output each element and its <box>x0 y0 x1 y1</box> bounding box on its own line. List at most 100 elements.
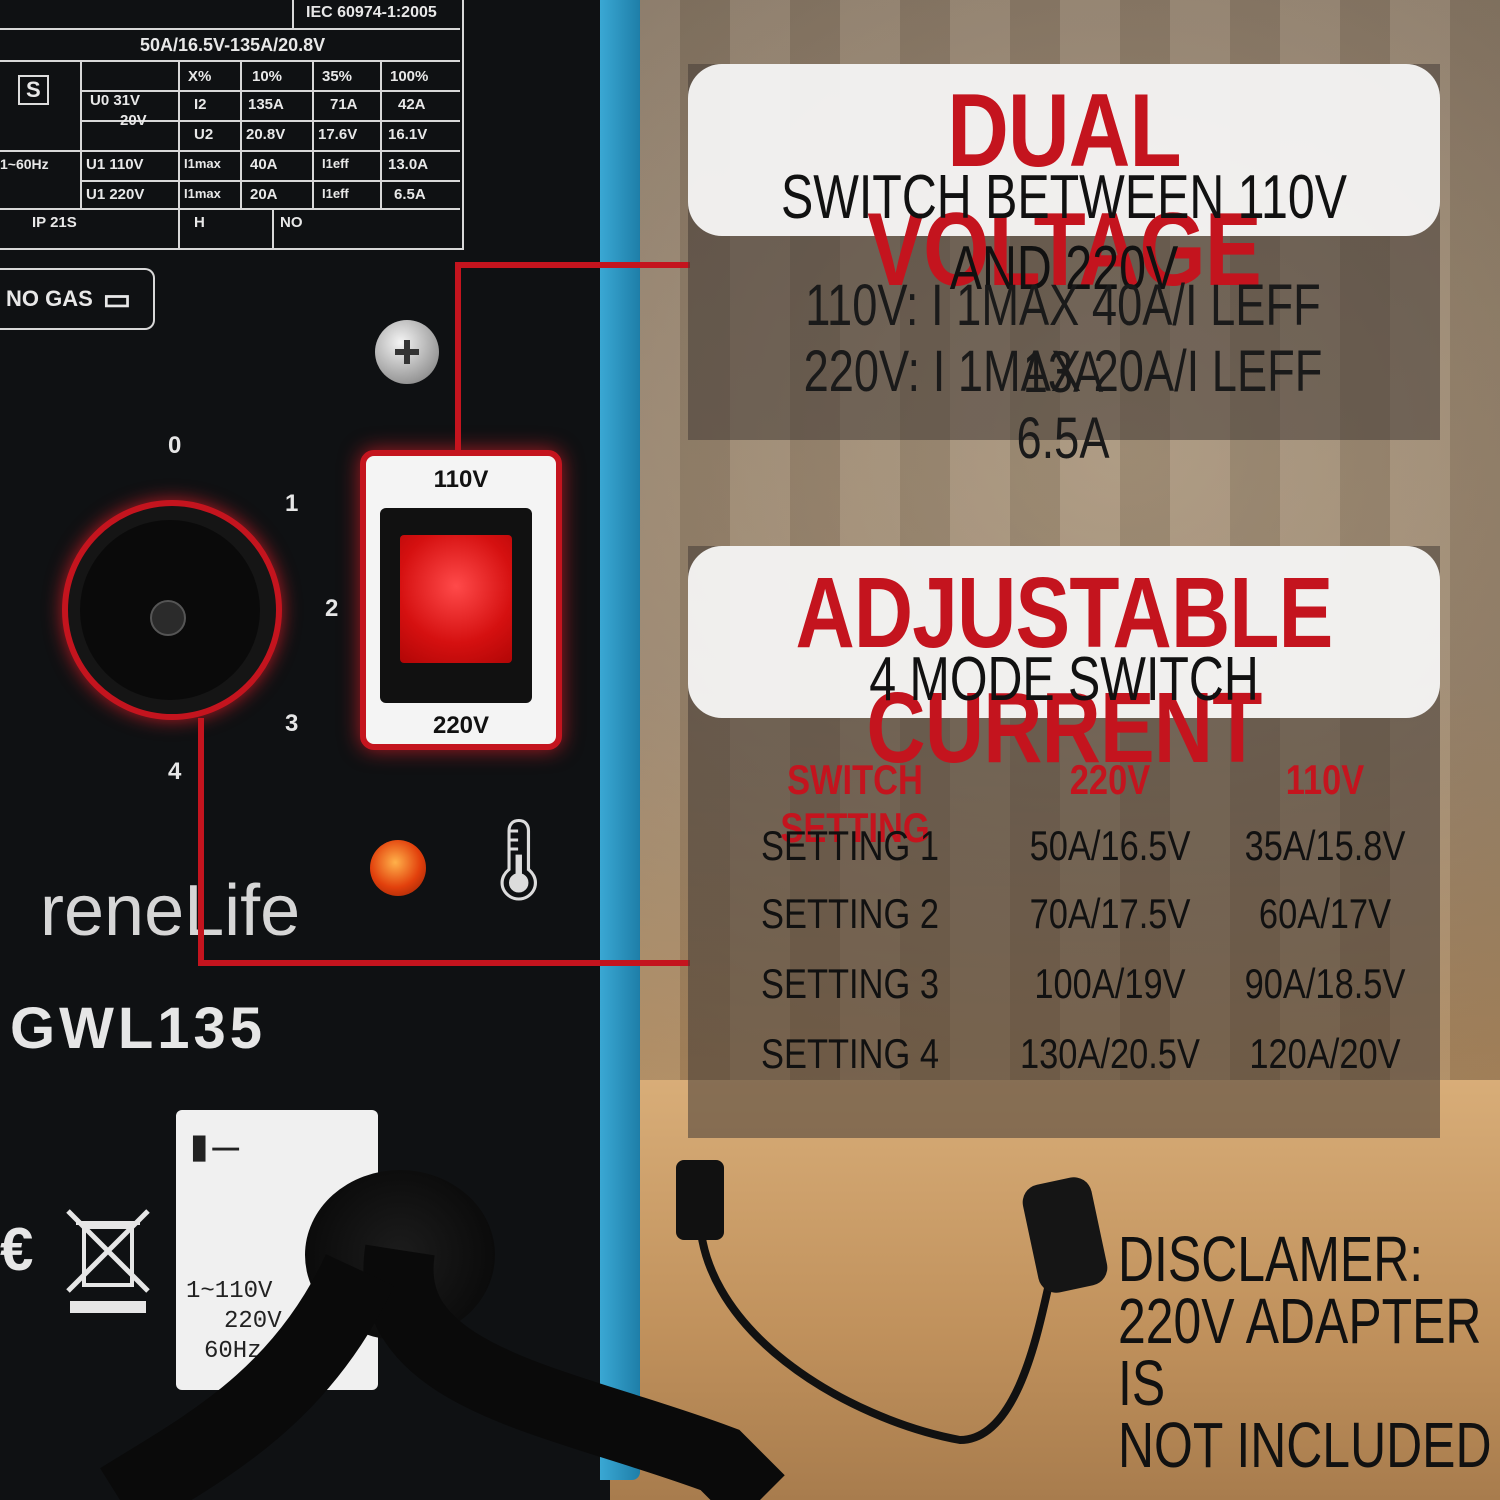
plate-rule <box>272 208 274 248</box>
switch-label-110v: 110V <box>433 466 489 493</box>
dial-number-2: 2 <box>325 595 339 622</box>
plate-u0: U0 31V <box>90 92 141 109</box>
plate-u0-sub: 20V <box>120 112 147 129</box>
model-number: GWL135 <box>10 996 267 1061</box>
plate-i2-label: I2 <box>194 96 207 113</box>
plate-rule <box>80 120 460 122</box>
plate-ip: IP 21S <box>32 214 77 231</box>
disclaimer-line-1: DISCLAMER: <box>1118 1223 1424 1295</box>
dial-number-0: 0 <box>168 432 182 459</box>
plate-rule <box>0 208 460 210</box>
dial-number-3: 3 <box>285 710 299 737</box>
plate-rule <box>0 28 460 30</box>
current-table-row4-220v: 130A/20.5V <box>1019 1030 1200 1077</box>
plate-s-mark: S <box>18 75 49 105</box>
plate-i1eff-110: I1eff <box>322 156 349 171</box>
dual-voltage-spec-220: 220V: I 1MAX 20A/I LEFF 6.5A <box>803 339 1323 471</box>
plate-i1max-110: I1max <box>184 156 221 171</box>
overheat-indicator-lamp <box>370 840 426 896</box>
plate-standard: IEC 60974-1:2005 <box>306 4 437 21</box>
power-label-voltage: 1~110V <box>186 1278 273 1305</box>
plate-rule <box>80 60 82 208</box>
spec-plate: IEC 60974-1:2005 50A/16.5V-135A/20.8V S … <box>0 0 464 250</box>
adjustable-current-subtitle: 4 MODE SWITCH <box>869 645 1259 714</box>
plate-i1eff-110-val: 13.0A <box>388 156 429 173</box>
plate-i1max-110-val: 40A <box>250 156 278 173</box>
connector-line <box>198 718 204 966</box>
disclaimer-line-3: NOT INCLUDED <box>1118 1409 1492 1481</box>
phillips-screw-icon <box>395 340 419 364</box>
thermometer-icon: 🌡 <box>468 815 570 904</box>
plate-rule <box>312 60 314 208</box>
connector-line <box>198 960 690 966</box>
plate-header-35: 35% <box>322 68 353 85</box>
current-table-row4-110v: 120A/20V <box>1249 1030 1401 1077</box>
plate-header-x: X% <box>188 68 212 85</box>
current-table-header-220v: 220V <box>1069 756 1151 803</box>
power-label-freq: 60Hz <box>204 1338 262 1365</box>
dual-voltage-spec-110: 110V: I 1MAX 40A/I LEFF 13A <box>805 273 1321 405</box>
gas-cylinder-icon: ▭ <box>102 282 132 316</box>
current-table-row3-setting: SETTING 3 <box>761 960 939 1007</box>
plate-rule <box>292 0 294 28</box>
plate-i1eff-220: I1eff <box>322 186 349 201</box>
plate-i2-100: 42A <box>398 96 426 113</box>
plate-h: H <box>194 214 205 231</box>
plate-u2-label: U2 <box>194 126 214 143</box>
voltage-rocker-switch[interactable] <box>400 535 512 663</box>
current-table-row1-110v: 35A/15.8V <box>1244 822 1406 869</box>
panel-screw <box>375 320 439 384</box>
cable-grommet <box>305 1170 495 1340</box>
plate-no: NO <box>280 214 303 231</box>
plate-u1-220: U1 220V <box>86 186 145 203</box>
current-table-header-110v: 110V <box>1285 756 1365 803</box>
plate-u2-10: 20.8V <box>246 126 286 143</box>
plate-rule <box>0 150 460 152</box>
plate-i2-10: 135A <box>248 96 284 113</box>
plate-header-100: 100% <box>390 68 429 85</box>
connector-line <box>455 262 690 268</box>
plug-icon: ▮— <box>186 1124 239 1174</box>
dial-number-1: 1 <box>285 490 299 517</box>
disclaimer-line-2: 220V ADAPTER IS <box>1118 1285 1482 1419</box>
plate-rule <box>0 60 460 62</box>
plate-rule <box>178 60 180 248</box>
adjustable-current-header <box>688 546 1440 718</box>
knob-screw-icon <box>150 600 186 636</box>
plate-header-10: 10% <box>252 68 283 85</box>
brand-logo: reneLife <box>40 871 301 951</box>
plate-u2-100: 16.1V <box>388 126 428 143</box>
plate-i1max-220: I1max <box>184 186 221 201</box>
adjustable-current-title: ADJUSTABLE CURRENT <box>795 557 1334 784</box>
current-table-row3-110v: 90A/18.5V <box>1244 960 1406 1007</box>
ce-mark-icon: € <box>0 1216 34 1283</box>
dual-voltage-subtitle: SWITCH BETWEEN 110V AND 220V <box>780 163 1348 303</box>
current-table-row2-110v: 60A/17V <box>1258 890 1392 937</box>
plate-range: 50A/16.5V-135A/20.8V <box>140 35 326 55</box>
welder-side-panel <box>600 0 640 1480</box>
plate-rule <box>80 180 460 182</box>
plate-i1max-220-val: 20A <box>250 186 278 203</box>
connector-line <box>455 262 461 454</box>
plate-i1eff-220-val: 6.5A <box>394 186 426 203</box>
disclaimer-note: DISCLAMER: 220V ADAPTER IS NOT INCLUDED <box>1118 1223 1492 1481</box>
no-gas-label: NO GAS <box>6 286 93 311</box>
power-label-voltage-alt: 220V <box>224 1308 282 1335</box>
dial-number-4: 4 <box>168 758 182 785</box>
dual-voltage-header <box>688 64 1440 236</box>
plate-rule <box>80 90 460 92</box>
current-table-row2-220v: 70A/17.5V <box>1029 890 1191 937</box>
no-gas-badge: NO GAS ▭ <box>0 268 155 330</box>
plate-freq: 1~60Hz <box>0 156 49 172</box>
switch-label-220v: 220V <box>432 712 490 739</box>
plate-rule <box>240 60 242 208</box>
weee-crossed-bin-icon <box>66 1209 150 1313</box>
current-table-row1-setting: SETTING 1 <box>761 822 939 869</box>
dual-voltage-title: DUAL VOLTAGE <box>867 73 1262 308</box>
current-table-header-setting: SWITCH SETTING <box>780 756 930 851</box>
plate-u2-35: 17.6V <box>318 126 358 143</box>
current-table-row2-setting: SETTING 2 <box>761 890 939 937</box>
current-table-row4-setting: SETTING 4 <box>761 1030 939 1077</box>
current-table-row3-220v: 100A/19V <box>1034 960 1186 1007</box>
plate-u1-110: U1 110V <box>86 156 144 173</box>
